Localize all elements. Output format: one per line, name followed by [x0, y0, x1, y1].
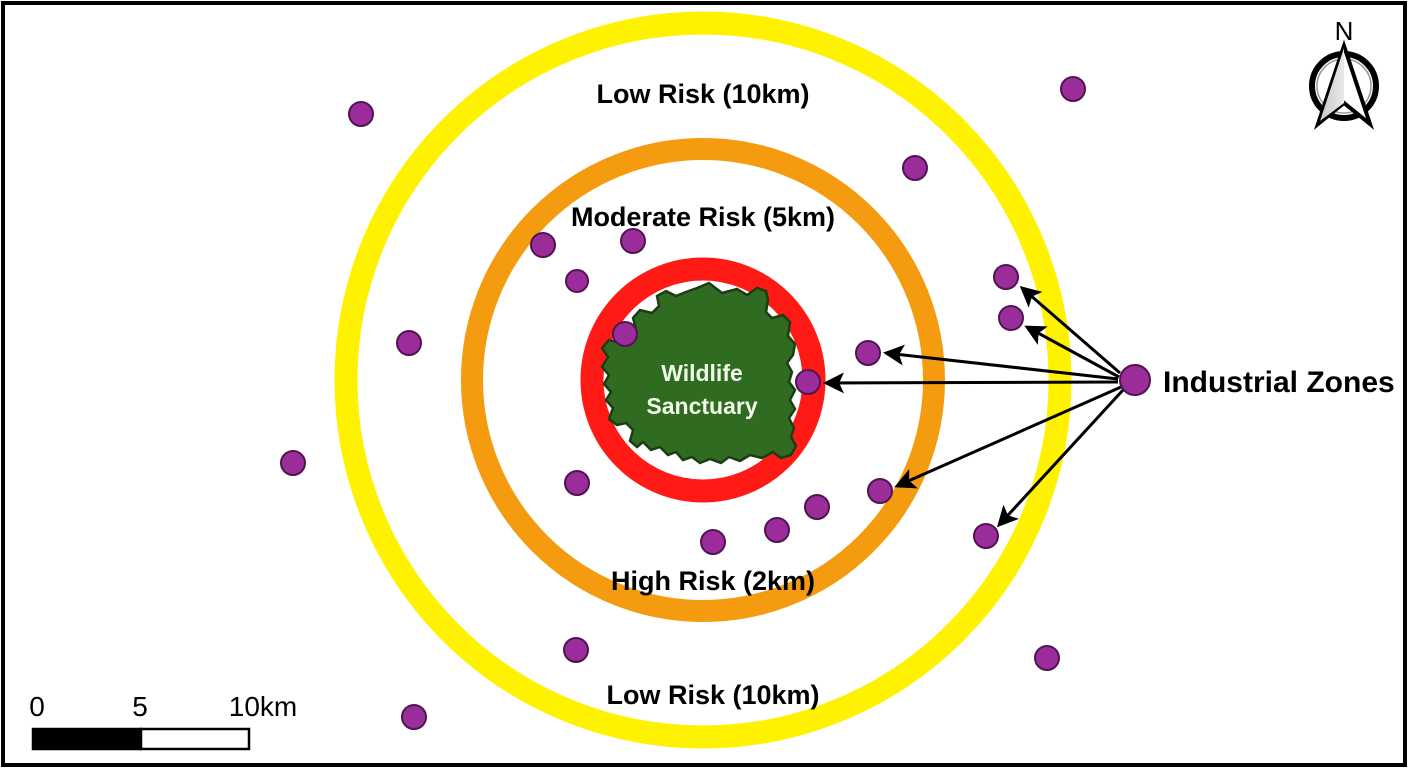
- high-risk-label: High Risk (2km): [611, 566, 815, 596]
- sanctuary-label-line2: Sanctuary: [646, 393, 757, 419]
- sanctuary-label-line1: Wildlife: [661, 360, 743, 386]
- scale-bar-segment-light: [139, 727, 251, 751]
- industrial-zone-marker: [700, 529, 726, 555]
- industrial-zone-marker: [855, 340, 881, 366]
- industrial-zone-leader-arrows: [823, 286, 1125, 528]
- industrial-zone-marker: [280, 450, 306, 476]
- industrial-zone-marker: [795, 369, 821, 395]
- industrial-zone-leader-arrow: [1024, 325, 1120, 379]
- industrial-zone-legend-icon: [1119, 364, 1151, 396]
- scale-bar: 0 5 10km: [29, 691, 297, 751]
- scale-label-0: 0: [29, 691, 45, 722]
- industrial-zone-marker: [563, 637, 589, 663]
- industrial-zone-leader-arrow: [894, 385, 1122, 489]
- industrial-zone-marker: [993, 264, 1019, 290]
- industrial-zone-leader-arrow: [996, 388, 1125, 528]
- scale-label-10km: 10km: [229, 691, 297, 722]
- industrial-zone-leader-arrow: [883, 344, 1119, 381]
- industrial-zone-marker: [1060, 76, 1086, 102]
- industrial-zone-marker: [620, 228, 646, 254]
- industrial-zone-marker: [998, 305, 1024, 331]
- industrial-zone-marker: [902, 155, 928, 181]
- industrial-zone-marker: [612, 321, 638, 347]
- industrial-zone-marker: [973, 523, 999, 549]
- industrial-zone-marker: [401, 704, 427, 730]
- low-risk-bottom-label: Low Risk (10km): [606, 680, 819, 710]
- industrial-zone-marker: [565, 269, 589, 293]
- low-risk-ring: [334, 11, 1072, 749]
- industrial-zone-markers: [280, 76, 1086, 730]
- north-arrow-needle-shaded: [1320, 48, 1344, 121]
- industrial-zone-marker: [348, 101, 374, 127]
- low-risk-top-label: Low Risk (10km): [596, 79, 809, 109]
- industrial-zone-leader-arrow: [823, 372, 1119, 394]
- north-arrow: N: [1309, 16, 1379, 130]
- industrial-zone-marker: [564, 470, 590, 496]
- north-arrow-label: N: [1335, 16, 1354, 46]
- industrial-zone-marker: [804, 494, 830, 520]
- moderate-risk-ring: [461, 138, 945, 622]
- industrial-zone-marker: [867, 478, 893, 504]
- legend-industrial-zones: Industrial Zones: [1119, 364, 1395, 399]
- industrial-zone-marker: [530, 232, 556, 258]
- industrial-zones-legend-label: Industrial Zones: [1163, 366, 1395, 399]
- industrial-zone-marker: [1034, 645, 1060, 671]
- industrial-zone-marker: [764, 517, 790, 543]
- scale-bar-segment-dark: [31, 727, 143, 751]
- industrial-zone-leader-arrow: [1019, 286, 1121, 375]
- industrial-zone-marker: [396, 330, 422, 356]
- scale-label-5: 5: [132, 691, 148, 722]
- moderate-risk-label: Moderate Risk (5km): [571, 202, 835, 232]
